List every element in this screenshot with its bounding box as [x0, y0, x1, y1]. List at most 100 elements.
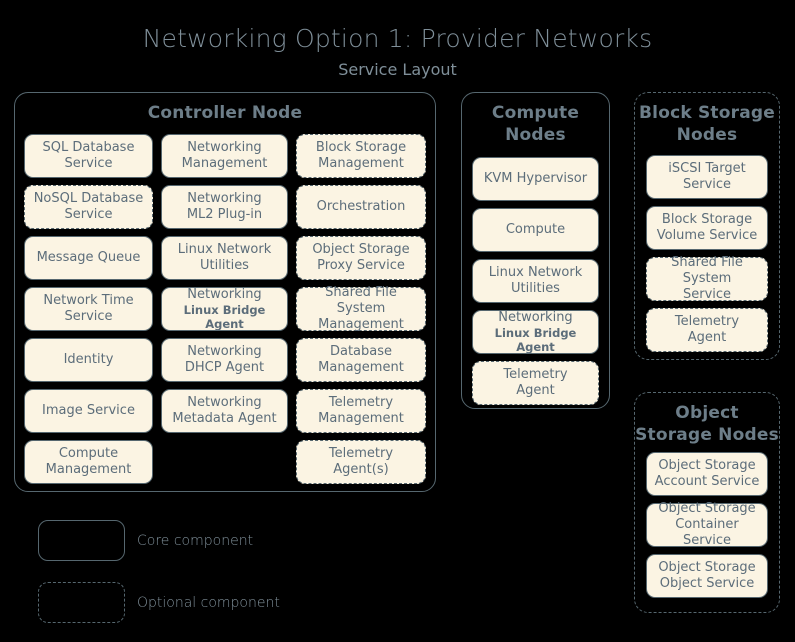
service-box-telemetry-management-line2: Management: [318, 411, 404, 426]
service-box-block-iscsi-target-service-line2: Service: [682, 177, 732, 192]
legend-label-optional: Optional component: [137, 595, 280, 611]
page-title: Networking Option 1: Provider Networks: [142, 24, 653, 53]
service-box-identity-line1: Identity: [63, 352, 114, 368]
service-box-networking-dhcp-agent-line1: Networking: [187, 344, 262, 360]
panel-block-storage-nodes-title-line1: Block Storage: [639, 103, 775, 123]
panel-object-storage-nodes: Object Storage Nodes: [634, 392, 780, 613]
service-box-compute-linux-network-utilities-line2: Utilities: [511, 281, 560, 296]
service-box-telemetry-agent-s-line1: Telemetry: [328, 446, 394, 462]
service-box-block-telemetry-agent-line1: Telemetry: [674, 314, 740, 330]
panel-compute-nodes-title-line2: Nodes: [505, 124, 566, 145]
panel-controller-node: Controller Node: [14, 92, 436, 492]
service-box-sql-database-service-line2: Service: [64, 156, 113, 171]
panel-compute-nodes-title-line1: Compute: [491, 103, 580, 123]
service-box-image-service-line1: Image Service: [42, 403, 135, 419]
service-box-compute-compute[interactable]: Compute: [472, 208, 599, 252]
service-box-compute-linux-network-utilities-line1: Linux Network: [488, 265, 583, 281]
legend-swatch-optional: [38, 582, 125, 623]
service-box-network-time-service-line2: Service: [64, 309, 113, 324]
service-box-block-telemetry-agent-line2: Agent: [687, 330, 727, 345]
panel-object-storage-nodes-title-line2: Storage Nodes: [635, 424, 779, 445]
service-box-object-object-storage-account-service-line1: Object Storage: [658, 458, 756, 474]
legend-label-core: Core component: [137, 533, 254, 549]
service-box-shared-file-system-management-line1: Shared File System: [325, 285, 397, 317]
service-box-block-shared-file-system-service-line2: Service: [682, 286, 732, 302]
service-box-block-iscsi-target-service-line1: iSCSI Target: [668, 161, 746, 177]
service-box-networking-ml2-plug-in-line2: ML2 Plug-in: [186, 207, 263, 222]
service-box-image-service[interactable]: Image Service: [24, 389, 153, 433]
service-box-compute-compute-line1: Compute: [505, 222, 566, 238]
service-box-message-queue-line1: Message Queue: [36, 250, 141, 266]
service-box-object-object-storage-object-service-line2: Object Service: [659, 576, 755, 591]
service-box-compute-kvm-hypervisor[interactable]: KVM Hypervisor: [472, 157, 599, 201]
panel-compute-nodes-title: Compute Nodes: [462, 103, 609, 147]
service-box-database-management-line1: Database: [329, 344, 392, 360]
service-box-block-block-storage-volume-service-line2: Volume Service: [656, 228, 758, 243]
service-box-networking-ml2-plug-in-line1: Networking: [187, 191, 262, 207]
service-box-telemetry-agent-s-line2: Agent(s): [333, 462, 389, 477]
service-box-identity[interactable]: Identity: [24, 338, 153, 382]
panel-block-storage-nodes: Block Storage Nodes: [634, 92, 780, 360]
service-box-compute-telemetry-agent-line2: Agent: [516, 383, 555, 398]
panel-controller-node-title: Controller Node: [147, 103, 303, 123]
service-box-networking-management-line1: Networking: [187, 140, 262, 156]
service-box-object-object-storage-object-service-line1: Object Storage: [658, 560, 756, 576]
service-box-networking-management-line2: Management: [181, 156, 268, 171]
service-box-network-time-service-line1: Network Time: [43, 293, 134, 309]
service-box-telemetry-management-line1: Telemetry: [328, 395, 394, 411]
service-box-networking-metadata-agent-line2: Metadata Agent: [172, 411, 277, 426]
service-box-object-storage-proxy-service-line2: Proxy Service: [317, 258, 405, 273]
service-box-nosql-database-service-line2: Service: [64, 207, 113, 222]
service-box-message-queue[interactable]: Message Queue: [24, 236, 153, 280]
service-box-compute-management-line1: Compute: [58, 446, 119, 462]
panel-object-storage-nodes-title-line1: Object: [675, 403, 739, 423]
service-box-object-object-storage-container-service-line1: Object Storage: [658, 501, 756, 517]
service-box-compute-telemetry-agent-line1: Telemetry: [503, 367, 568, 383]
service-box-compute-networking-linux-bridge-agent-line1: Networking: [498, 310, 573, 326]
service-box-block-storage-management-line1: Block Storage: [315, 140, 407, 156]
service-box-block-storage-management-line2: Management: [318, 156, 404, 171]
service-box-compute-networking-linux-bridge-agent-line2: Linux Bridge Agent: [494, 325, 577, 354]
service-box-block-shared-file-system-service-line1: Shared File System: [671, 255, 743, 287]
service-box-block-block-storage-volume-service-line1: Block Storage: [661, 212, 753, 228]
service-box-networking-dhcp-agent-line2: DHCP Agent: [184, 360, 265, 375]
service-box-sql-database-service-line1: SQL Database: [42, 140, 135, 156]
service-box-orchestration-line1: Orchestration: [316, 199, 406, 215]
service-box-orchestration[interactable]: Orchestration: [296, 185, 426, 229]
service-box-nosql-database-service-line1: NoSQL Database: [33, 191, 144, 207]
service-box-networking-linux-bridge-agent-line2: Linux Bridge Agent: [183, 302, 266, 331]
service-box-compute-management-line2: Management: [45, 462, 132, 477]
panel-object-storage-nodes-title: Object Storage Nodes: [635, 403, 779, 447]
service-box-linux-network-utilities-line2: Utilities: [200, 258, 249, 273]
service-box-shared-file-system-management-line2: Management: [318, 316, 404, 332]
panel-block-storage-nodes-title-line2: Nodes: [676, 124, 738, 145]
service-box-database-management-line2: Management: [318, 360, 404, 375]
